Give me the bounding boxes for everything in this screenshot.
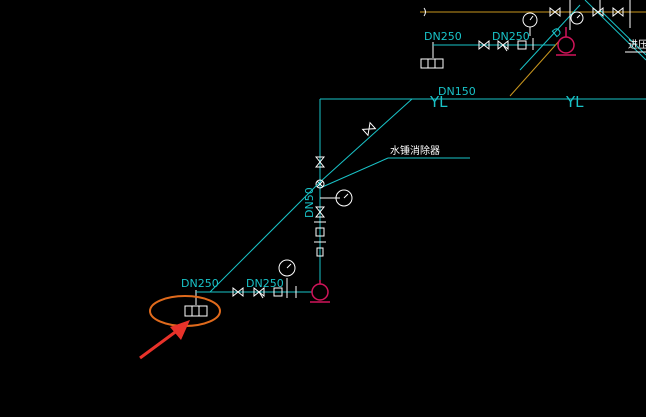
label-partial-top-right: 进压 — [628, 39, 646, 51]
label-dn150: DN150 — [438, 85, 476, 98]
break-mark-icon — [423, 7, 426, 17]
label-yl-a: YL — [429, 93, 448, 111]
label-dn50: DN50 — [303, 187, 316, 218]
gate-valve-icon — [361, 121, 377, 137]
centrifugal-pump-icon — [310, 280, 330, 303]
annotation-arrow-icon — [139, 320, 190, 360]
gate-valve-icon — [592, 6, 604, 18]
label-yl-b: YL — [565, 93, 584, 111]
flexible-joint-icon — [517, 40, 527, 50]
leader-line — [319, 157, 389, 189]
check-valve-icon — [612, 6, 624, 18]
flexible-joint-icon — [316, 247, 324, 257]
flexible-joint-icon — [420, 58, 444, 69]
gate-valve-icon — [478, 39, 490, 51]
water-hammer-arrester-icon — [315, 179, 325, 189]
pressure-gauge-icon — [335, 189, 353, 207]
gate-valve-icon — [549, 6, 561, 18]
flexible-joint-icon — [315, 227, 325, 237]
label-dn250-bottom-a: DN250 — [181, 277, 219, 290]
pressure-gauge-icon — [278, 259, 296, 277]
pipe-diagonal-orange — [509, 39, 561, 97]
gate-valve-icon — [232, 286, 244, 298]
pressure-gauge-icon — [570, 11, 584, 25]
label-dn250-top-a: DN250 — [424, 30, 462, 43]
label-dn250-top-b: DN250 — [492, 30, 530, 43]
gate-valve-icon — [314, 156, 326, 168]
pipe-diagonal-branch — [319, 98, 413, 183]
pressure-gauge-icon — [522, 12, 538, 36]
pipe-diagonal-lower — [209, 181, 321, 293]
pipe-diagonal-top-c — [599, 9, 646, 56]
check-valve-icon — [314, 206, 326, 218]
centrifugal-pump-icon — [556, 27, 576, 56]
flexible-joint-icon[interactable] — [184, 305, 208, 317]
label-water-hammer-arrester: 水锤消除器 — [390, 144, 440, 157]
strainer-icon — [253, 286, 265, 299]
flexible-joint-icon — [273, 287, 283, 297]
strainer-icon — [497, 39, 509, 52]
label-dn250-bottom-b: DN250 — [246, 277, 284, 290]
